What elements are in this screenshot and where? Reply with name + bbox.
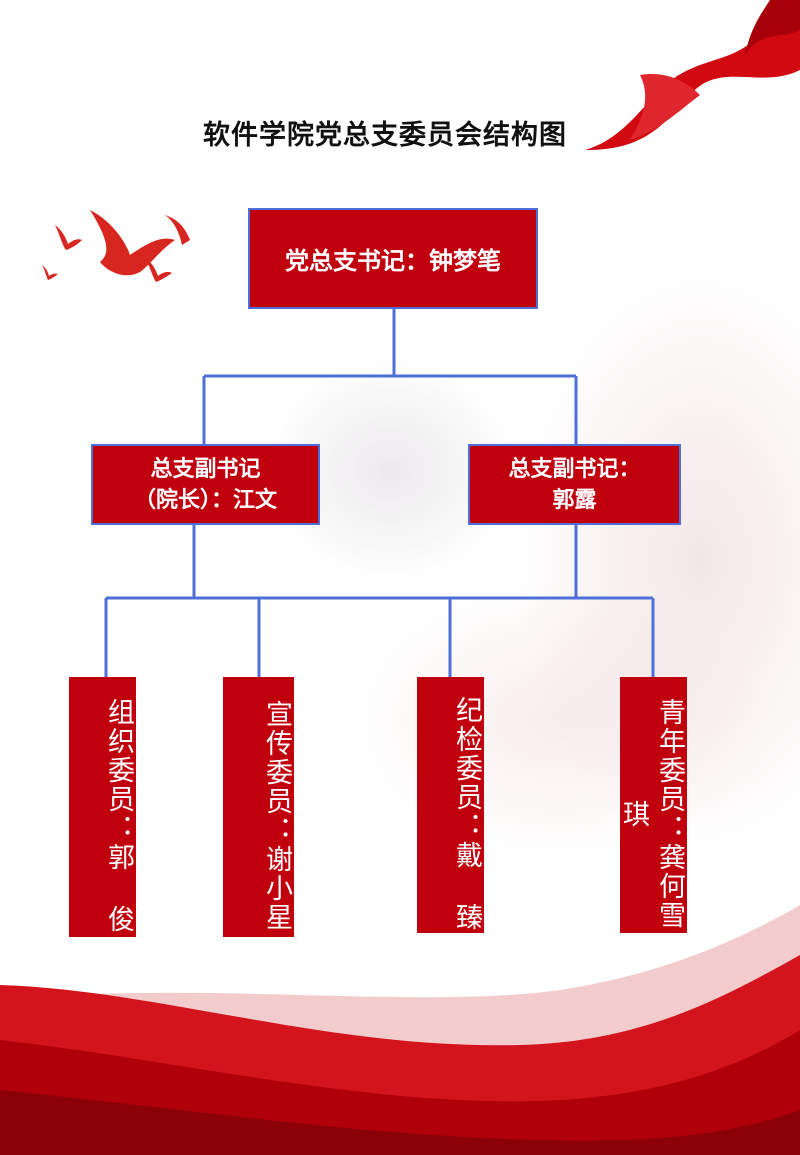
wave-highlight — [0, 1090, 800, 1155]
root-name: 钟梦笔 — [429, 246, 501, 275]
ribbon-top-right-tail — [630, 74, 700, 140]
root-node: 党总支书记：钟梦笔 — [248, 208, 538, 309]
deputy-1-line1: 总支副书记 — [150, 455, 261, 482]
root-role: 党总支书记： — [285, 246, 429, 275]
member-node-4: 青年委员：龚何雪琪 — [618, 677, 687, 933]
page-title: 软件学院党总支委员会结构图 — [203, 120, 567, 151]
deputy-node-1: 总支副书记 （院长）：江文 — [91, 444, 320, 525]
member-node-2: 宣传委员：谢小星 — [223, 677, 294, 937]
member-node-3: 纪检委员：戴 臻 — [417, 677, 484, 933]
member-node-1: 组织委员：郭 俊 — [69, 677, 136, 937]
deputy-node-2: 总支副书记： 郭露 — [468, 444, 681, 525]
dove-icons — [42, 210, 190, 282]
deputy-1-line2: （院长）：江文 — [133, 486, 277, 513]
deputy-2-line2: 郭露 — [552, 486, 597, 513]
deputy-2-line1: 总支副书记： — [508, 455, 641, 482]
ribbon-top-right-fold — [745, 0, 800, 55]
ribbon-top-right — [585, 0, 800, 150]
